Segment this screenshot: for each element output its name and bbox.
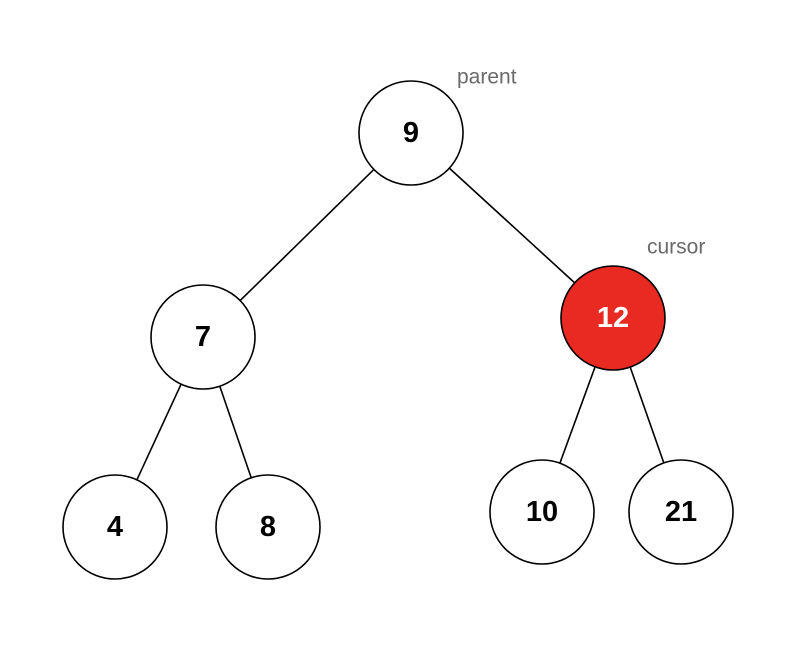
edge-n7-n4	[136, 383, 182, 481]
node-circle	[489, 459, 595, 565]
tree-node-7: 7	[150, 284, 256, 390]
edge-n9-n12	[448, 167, 576, 284]
node-label: 10	[526, 496, 558, 528]
nodes-layer: 9 7 12 4 8 10 21	[62, 80, 734, 580]
tree-node-4: 4	[62, 474, 168, 580]
edge-n7-n8	[219, 385, 252, 479]
tree-node-12: 12	[560, 265, 666, 371]
tree-node-10: 10	[489, 459, 595, 565]
highlighted-node-circle	[560, 265, 666, 371]
tree-node-9: 9	[358, 80, 464, 186]
edge-n9-n7	[239, 168, 375, 302]
node-circle	[628, 459, 734, 565]
node-circle	[215, 474, 321, 580]
annotations-layer: parent cursor	[457, 66, 705, 259]
node-label: 4	[107, 511, 123, 543]
node-label: 9	[403, 117, 419, 149]
tree-node-21: 21	[628, 459, 734, 565]
edge-n12-n10	[559, 366, 596, 464]
node-circle	[358, 80, 464, 186]
node-circle	[62, 474, 168, 580]
edge-n12-n21	[629, 366, 665, 464]
parent-annotation: parent	[457, 66, 517, 89]
node-label: 12	[597, 302, 629, 334]
node-circle	[150, 284, 256, 390]
edges-layer	[136, 167, 665, 481]
node-label: 8	[260, 511, 276, 543]
node-label: 21	[665, 496, 697, 528]
cursor-annotation: cursor	[647, 236, 705, 259]
tree-node-8: 8	[215, 474, 321, 580]
node-label: 7	[195, 321, 211, 353]
